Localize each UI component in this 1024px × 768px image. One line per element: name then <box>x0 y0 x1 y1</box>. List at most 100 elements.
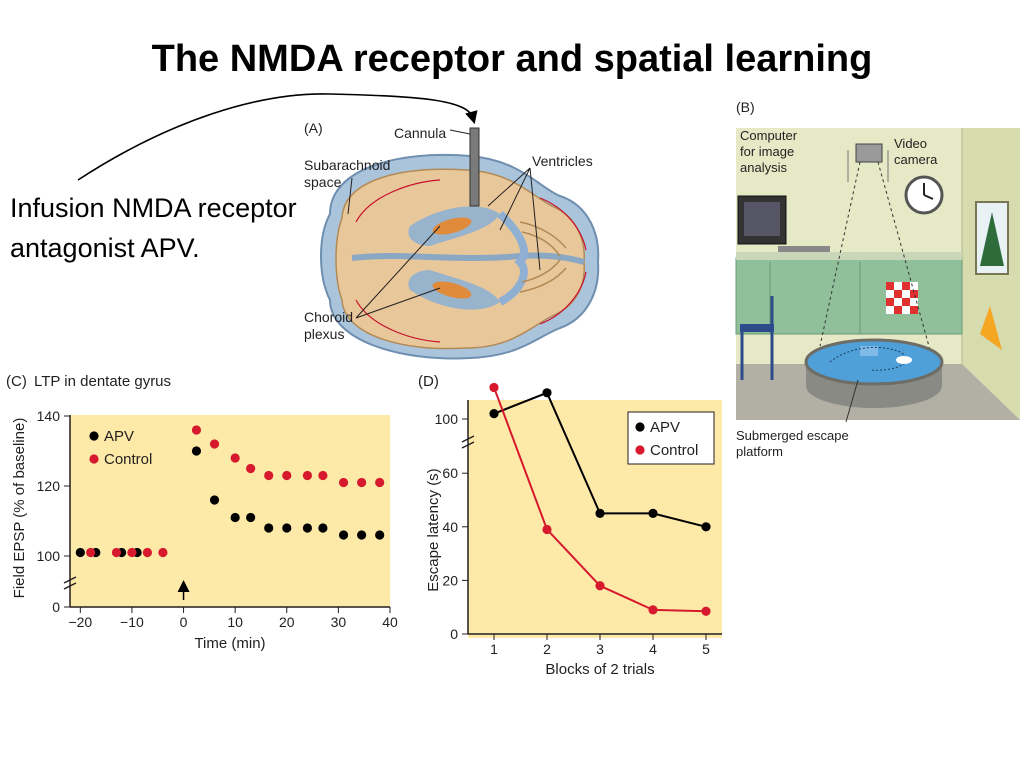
chart-c-ytick-label: 140 <box>37 408 61 424</box>
chair-icon <box>740 296 774 380</box>
video-camera-icon <box>855 143 883 163</box>
label-video-2: camera <box>894 152 938 167</box>
chart-c-point-control <box>111 547 122 558</box>
slide-title: The NMDA receptor and spatial learning <box>151 38 873 80</box>
chart-c-title: LTP in dentate gyrus <box>34 373 171 390</box>
chart-c-point-apv <box>191 446 202 456</box>
label-ventricles: Ventricles <box>532 153 593 169</box>
triangle-cue <box>980 306 1002 350</box>
chart-c-xtick-label: 30 <box>331 614 347 630</box>
label-computer-3: analysis <box>740 160 787 175</box>
chart-c-legend-label-control: Control <box>104 451 152 468</box>
chart-c-xtick-label: 40 <box>382 614 398 630</box>
panel-b-letter: (B) <box>736 99 755 115</box>
lab-counter <box>735 257 963 335</box>
chart-d-axes: 1 2 3 4 5 0 20 40 60 100 <box>435 400 722 657</box>
chart-c-point-apv <box>209 495 220 505</box>
chart-d-panel-letter: (D) <box>418 373 439 390</box>
chart-c-legend-marker-apv <box>89 431 99 441</box>
chart-d-xtick-label: 3 <box>596 641 604 657</box>
chart-c-point-apv <box>264 523 274 533</box>
chart-d-point-apv <box>489 409 499 419</box>
label-video-1: Video <box>894 136 927 151</box>
chart-d-ytick-label: 40 <box>442 519 458 535</box>
panel-a-brain-diagram: (A) Cannula Subarachnoid space Ventricle… <box>304 120 600 360</box>
chart-d-legend-label-apv: APV <box>650 419 680 436</box>
chart-c-point-control <box>302 470 313 481</box>
chart-c-legend-label-apv: APV <box>104 428 134 445</box>
chart-d-point-control <box>542 524 552 535</box>
chart-d-point-apv <box>542 388 552 398</box>
chart-c-point-control <box>127 547 137 558</box>
annotation-arrow <box>77 93 478 181</box>
label-cannula: Cannula <box>394 125 446 141</box>
chart-c-point-apv <box>357 530 367 540</box>
label-platform-1: Submerged escape <box>736 428 849 443</box>
chart-d-legend-label-control: Control <box>650 442 698 459</box>
chart-d-ytick-label: 60 <box>442 465 458 481</box>
choroid-plexus-left <box>432 217 472 235</box>
chart-c-point-apv <box>75 547 85 558</box>
label-choroid-1: Choroid <box>304 309 353 325</box>
chart-d-legend: APV Control <box>627 411 715 465</box>
chart-c-marks <box>75 425 385 600</box>
chart-c-xlabel: Time (min) <box>194 635 265 652</box>
chart-c-xtick-label: 10 <box>227 614 243 630</box>
chart-d-point-control <box>648 605 658 615</box>
water-pool <box>804 338 944 386</box>
chart-c-legend: APV Control <box>89 428 152 468</box>
chart-d-ytick-label: 100 <box>435 411 459 427</box>
chart-c-plot-area <box>70 415 390 607</box>
chart-c-xtick-label: −20 <box>68 614 92 630</box>
chart-c-point-control <box>375 477 385 488</box>
label-subarachnoid-2: space <box>304 174 342 190</box>
chart-d-legend-marker-apv <box>635 422 645 432</box>
chart-d-xtick-label: 4 <box>649 641 657 657</box>
chart-d-marks <box>489 382 711 616</box>
chart-c-axis-break <box>63 576 77 590</box>
chart-c-point-apv <box>302 523 313 533</box>
chart-d-ytick-label: 0 <box>450 626 458 642</box>
label-platform-2: platform <box>736 444 783 459</box>
chart-d-xtick-label: 2 <box>543 641 551 657</box>
chart-c-legend-marker-control <box>89 454 99 464</box>
chart-c-xtick-label: 0 <box>180 614 188 630</box>
chart-c-point-control <box>209 439 220 449</box>
chart-c-point-control <box>338 477 349 488</box>
choroid-plexus-right <box>432 281 472 299</box>
chart-d-point-apv <box>595 508 605 518</box>
chart-c-point-apv <box>230 512 240 523</box>
chart-c-point-control <box>86 547 96 558</box>
chart-d-xtick-label: 1 <box>490 641 498 657</box>
escape-platform <box>860 346 878 356</box>
chart-d-xtick-label: 5 <box>702 641 710 657</box>
chart-c-ytick-label: 0 <box>52 599 60 615</box>
chart-d-ylabel: Escape latency (s) <box>425 468 442 591</box>
infusion-note: Infusion NMDA receptor antagonist APV. <box>10 193 297 263</box>
chart-c-point-control <box>264 470 274 481</box>
chart-d-legend-marker-control <box>635 445 645 455</box>
chart-d-point-apv <box>648 508 658 518</box>
chart-d-xlabel: Blocks of 2 trials <box>545 661 654 678</box>
label-computer-2: for image <box>740 144 794 159</box>
chart-c-ytick-label: 100 <box>37 548 61 564</box>
chart-d-legend-box <box>627 411 715 465</box>
chart-d-point-control <box>595 581 605 591</box>
chart-c-point-apv <box>375 530 385 540</box>
chart-c-point-control <box>246 463 256 474</box>
chart-d-point-control <box>489 382 499 393</box>
label-choroid-2: plexus <box>304 326 344 342</box>
chart-c-point-control <box>158 547 168 558</box>
chart-c-panel-letter: (C) <box>6 373 27 390</box>
chart-c-point-apv <box>318 523 328 533</box>
chart-c-point-control <box>282 470 292 481</box>
chart-d-ytick-label: 20 <box>442 572 458 588</box>
chart-c-point-control <box>318 470 328 481</box>
panel-a-letter: (A) <box>304 120 323 136</box>
checkerboard-cue <box>886 282 918 314</box>
chart-c-point-control <box>357 477 367 488</box>
chart-c-ylabel: Field EPSP (% of baseline) <box>11 418 28 599</box>
